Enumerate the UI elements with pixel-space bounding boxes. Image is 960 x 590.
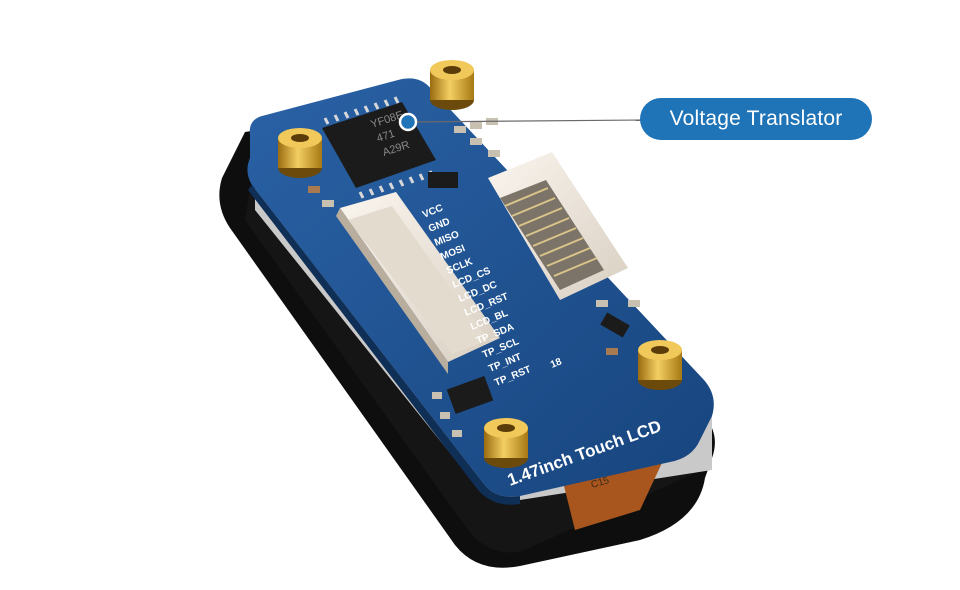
callout-dot	[398, 112, 418, 132]
pin-end-number: 18	[549, 356, 564, 371]
chip-marking-2: 471	[375, 128, 396, 145]
callout-leader-line	[409, 119, 643, 123]
standoff	[278, 128, 322, 178]
standoff	[430, 60, 474, 110]
standoff	[638, 340, 682, 390]
voltage-translator-callout: Voltage Translator	[640, 98, 872, 140]
standoff	[484, 418, 528, 468]
pin-header-connector	[336, 192, 500, 374]
cap-label: C15	[590, 475, 611, 491]
fpc-connector	[488, 152, 628, 300]
